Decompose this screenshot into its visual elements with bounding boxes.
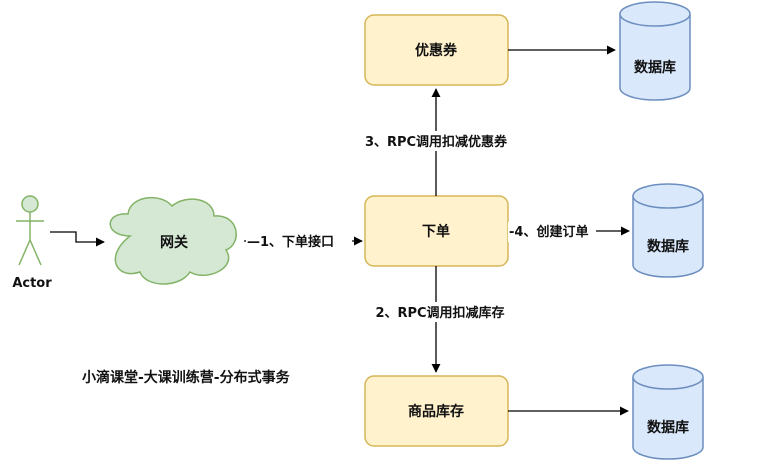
- actor-label: Actor: [12, 276, 52, 291]
- database-coupon-label: 数据库: [634, 59, 676, 76]
- order-service-box: 下单: [364, 195, 509, 267]
- inventory-service-box: 商品库存: [364, 375, 509, 447]
- actor-figure: Actor: [12, 195, 52, 291]
- edge-label-rpc-deduct-coupon: 3、RPC调用扣减优惠券: [365, 134, 508, 150]
- edge-label-bg-3: [356, 131, 518, 151]
- edge-label-place-order-api: —1、下单接口: [247, 234, 334, 250]
- database-order-label: 数据库: [647, 238, 689, 255]
- coupon-service-label: 优惠券: [415, 42, 458, 59]
- actor-leg-right: [29, 239, 42, 266]
- order-service-label: 下单: [422, 223, 450, 240]
- database-coupon-body: [619, 14, 691, 101]
- edge-label-bg-1: [246, 232, 352, 252]
- coupon-service-box: 优惠券: [364, 14, 509, 86]
- database-order: 数据库: [632, 183, 704, 278]
- actor-leg-left: [18, 239, 31, 266]
- database-coupon: 数据库: [619, 1, 691, 101]
- database-inventory: 数据库: [632, 364, 704, 460]
- edge-label-rpc-deduct-stock: 2、RPC调用扣减库存: [375, 305, 504, 321]
- database-inventory-body: [632, 377, 704, 460]
- database-order-body: [632, 196, 704, 278]
- database-coupon-top: [619, 1, 691, 27]
- edge-actor-gateway: [50, 231, 105, 247]
- edge-label-bg-4: [508, 222, 596, 242]
- edge-label-bg-2: [366, 302, 514, 322]
- edge-label-create-order: -4、创建订单: [509, 224, 588, 240]
- diagram-caption: 小滴课堂-大课训练营-分布式事务: [82, 369, 291, 386]
- gateway-cloud: 网关: [109, 196, 237, 285]
- actor-head: [21, 195, 39, 213]
- database-inventory-top: [632, 364, 704, 390]
- database-inventory-label: 数据库: [647, 419, 689, 436]
- database-order-top: [632, 183, 704, 209]
- gateway-cloud-shape: [109, 196, 237, 285]
- gateway-label: 网关: [160, 234, 188, 251]
- inventory-service-label: 商品库存: [408, 403, 464, 420]
